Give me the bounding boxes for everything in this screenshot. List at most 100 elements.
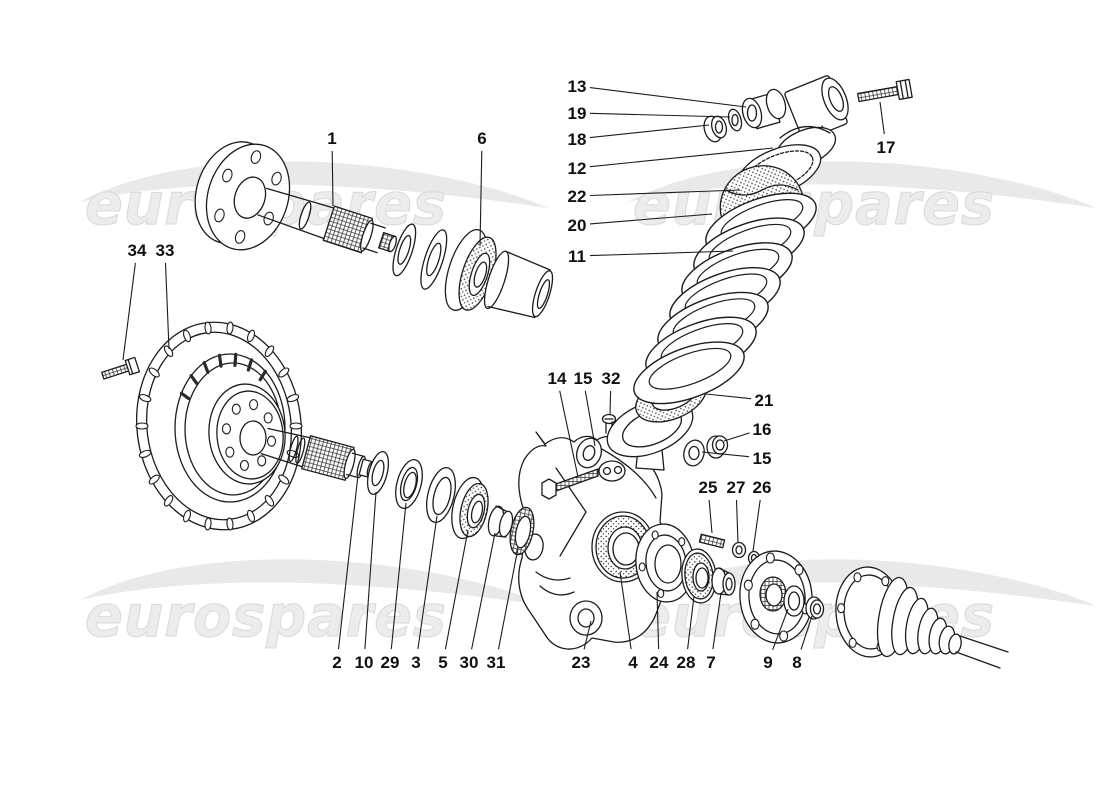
leader-line-31 [497, 547, 519, 650]
bearing-5-bore [470, 500, 484, 524]
callout-1[interactable]: 1 [327, 129, 336, 148]
top-bushing-front [741, 97, 763, 129]
dome-arc [779, 126, 831, 139]
spacer-end [531, 270, 554, 318]
callout-22[interactable]: 22 [568, 187, 587, 206]
disc-rim-slot [246, 329, 256, 343]
callout-34[interactable]: 34 [128, 241, 147, 260]
watermark-text: eurospares [633, 170, 995, 238]
leader-line-32 [609, 390, 612, 415]
callout-20[interactable]: 20 [568, 216, 587, 235]
disc-vent-fin [189, 374, 199, 386]
bolt-hole [263, 412, 273, 424]
leader-line-18 [589, 124, 710, 139]
bolt-hole [794, 564, 804, 576]
callout-18[interactable]: 18 [568, 130, 587, 149]
callout-29[interactable]: 29 [381, 653, 400, 672]
lower-ear-hole [577, 608, 595, 628]
disc-vent-fin [246, 358, 254, 372]
disc-rim-slot [286, 394, 300, 403]
spring-coil [633, 341, 745, 405]
bolt-hole [214, 208, 225, 223]
callout-11[interactable]: 11 [568, 247, 586, 266]
spacer-body [487, 250, 551, 319]
disc-rim-slot [138, 449, 152, 458]
callout-4[interactable]: 4 [628, 653, 638, 672]
leader-line-25 [708, 499, 713, 534]
disc-rim-slot [278, 474, 290, 485]
seal-29-lip [399, 466, 419, 502]
callout-30[interactable]: 30 [460, 653, 479, 672]
callout-23[interactable]: 23 [572, 653, 591, 672]
callout-19[interactable]: 19 [568, 104, 587, 123]
disc-rim-slot [148, 474, 160, 485]
leader-line-11 [589, 250, 734, 257]
axle-collar [362, 222, 386, 254]
callout-13[interactable]: 13 [568, 77, 587, 96]
callout-28[interactable]: 28 [677, 653, 696, 672]
callout-16[interactable]: 16 [753, 420, 772, 439]
callout-32[interactable]: 32 [602, 369, 621, 388]
bolt-hole [853, 572, 862, 583]
leader-line-12 [589, 147, 774, 168]
shock-eye-end [821, 77, 849, 121]
leader-line-1 [331, 150, 334, 207]
callout-31[interactable]: 31 [487, 653, 506, 672]
leader-line-20 [589, 213, 713, 225]
disc-rim-slot [163, 495, 174, 507]
callout-6[interactable]: 6 [477, 129, 486, 148]
callout-8[interactable]: 8 [792, 653, 801, 672]
flange-24-bore [654, 544, 682, 584]
callout-9[interactable]: 9 [763, 653, 772, 672]
nut-27-bore [735, 545, 743, 555]
callout-12[interactable]: 12 [568, 159, 587, 178]
spacer-7-end [722, 572, 736, 596]
washer-19 [727, 108, 743, 132]
callout-10[interactable]: 10 [355, 653, 374, 672]
callout-15[interactable]: 15 [753, 449, 772, 468]
disc-rim-slot [204, 321, 212, 335]
leader-line-19 [589, 112, 731, 118]
bolt-hole [221, 423, 232, 435]
bolt-hole [225, 446, 235, 458]
axle-shaft-assembly [194, 141, 554, 319]
bolt-hole [743, 579, 753, 591]
disc-rim-slot [278, 367, 290, 378]
callout-17[interactable]: 17 [877, 138, 896, 157]
callout-3[interactable]: 3 [411, 653, 420, 672]
leader-line-24 [656, 591, 660, 650]
leader-line-10 [364, 491, 377, 650]
upright-ribs [555, 447, 657, 557]
callout-7[interactable]: 7 [706, 653, 715, 672]
watermark-text: eurospares [85, 582, 447, 650]
callout-5[interactable]: 5 [438, 653, 447, 672]
nut-27 [731, 541, 747, 559]
leader-line-3 [417, 515, 438, 650]
disc-rim-slot [204, 517, 212, 531]
upper-arm-eye-hole [582, 445, 596, 461]
seal-ring-bore [787, 591, 801, 611]
bolt-hole [231, 403, 241, 415]
callout-24[interactable]: 24 [650, 653, 669, 672]
lower-cup-arcs [535, 571, 575, 596]
stub-rib [295, 437, 306, 464]
callout-2[interactable]: 2 [332, 653, 341, 672]
callout-27[interactable]: 27 [727, 478, 746, 497]
callout-21[interactable]: 21 [755, 391, 774, 410]
callout-25[interactable]: 25 [699, 478, 718, 497]
washer-10-bore [371, 459, 385, 487]
bolt-head-facets [899, 79, 909, 100]
callout-15[interactable]: 15 [574, 369, 593, 388]
leader-line-13 [589, 87, 747, 108]
leader-line-8 [800, 615, 813, 650]
bolt-hole [657, 588, 665, 599]
shock-eye-bore [827, 86, 845, 112]
disc-rim-slot [182, 509, 192, 523]
callout-14[interactable]: 14 [548, 369, 567, 388]
disc-vent-fin [217, 353, 223, 368]
callout-33[interactable]: 33 [156, 241, 175, 260]
leader-line-5 [444, 529, 469, 650]
callout-26[interactable]: 26 [753, 478, 772, 497]
leader-line-30 [471, 532, 496, 650]
